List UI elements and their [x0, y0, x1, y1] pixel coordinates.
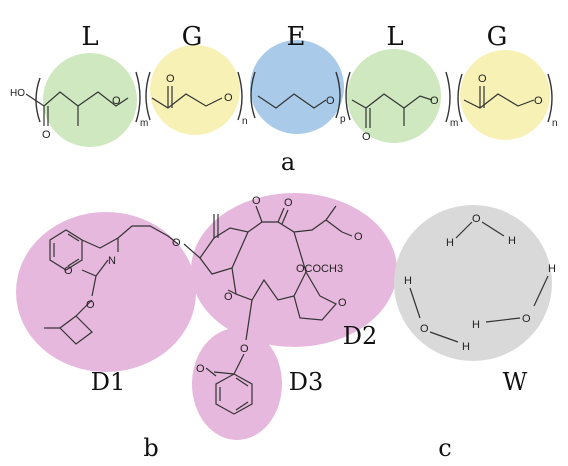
- panel-b: N O O O O O O OCOCH3 O O O O: [16, 193, 397, 462]
- segment-label-G1: G: [182, 22, 203, 52]
- atom-o-carbonyl-D3: O: [196, 363, 205, 375]
- bead-G1: [150, 45, 240, 135]
- atom-o-d2-3: O: [354, 231, 363, 243]
- bead-E: [250, 40, 344, 134]
- panel-a: L G E L G HO O O m O O n O p: [10, 22, 558, 176]
- segment-label-L1: L: [81, 22, 98, 52]
- atom-o-d2-4: O: [224, 291, 233, 303]
- bead-L2: [347, 49, 441, 143]
- atom-o-ether-G1: O: [224, 92, 233, 104]
- region-D1: [16, 212, 196, 372]
- region-W: [394, 205, 552, 361]
- atom-o-carbamate-1: O: [64, 265, 73, 277]
- atom-o-ether-L2: O: [430, 95, 439, 107]
- region-label-D1: D1: [91, 368, 126, 396]
- atom-h-water-2a: H: [404, 275, 412, 287]
- bead-G2: [460, 50, 550, 140]
- atom-n: N: [108, 255, 116, 267]
- atom-o-ester-D3: O: [240, 343, 249, 355]
- atom-o-water-2: O: [420, 323, 429, 335]
- panel-caption-b: b: [143, 434, 158, 462]
- atom-o-carbamate-2: O: [86, 299, 95, 311]
- region-label-W: W: [503, 368, 528, 396]
- atom-o-ether-D1: O: [172, 237, 181, 249]
- atom-o-carbonyl-L2: O: [362, 131, 371, 143]
- atom-o-ether-L1: O: [112, 95, 121, 107]
- acetyl-group: OCOCH3: [296, 263, 343, 275]
- atom-o-water-1: O: [472, 213, 481, 225]
- panel-caption-a: a: [281, 148, 295, 176]
- atom-o-d2-1: O: [252, 195, 261, 207]
- atom-o-carbonyl-G2: O: [478, 73, 487, 85]
- panel-c: O H H H O H H O H W c: [394, 205, 556, 462]
- panel-caption-c: c: [438, 434, 451, 462]
- subscript-m1: m: [140, 118, 148, 129]
- region-label-D2: D2: [343, 322, 378, 350]
- segment-label-E: E: [287, 22, 306, 52]
- bead-L1: [43, 53, 137, 147]
- atom-h-water-1a: H: [446, 237, 454, 249]
- atom-o-water-3: O: [522, 313, 531, 325]
- region-label-D3: D3: [289, 368, 324, 396]
- atom-o-ether-G2: O: [534, 95, 543, 107]
- atom-h-water-3b: H: [472, 319, 480, 331]
- atom-o-carbonyl-L1: O: [42, 129, 51, 141]
- atom-o-d2-2: O: [284, 197, 293, 209]
- atom-o-carbonyl-G1: O: [166, 73, 175, 85]
- region-D2: [191, 193, 397, 347]
- subscript-n1: n: [242, 116, 248, 127]
- atom-h-water-1b: H: [508, 235, 516, 247]
- segment-label-L2: L: [386, 22, 403, 52]
- atom-o-oxetane: O: [338, 297, 347, 309]
- subscript-p: p: [340, 114, 346, 125]
- end-group-ho: HO: [10, 88, 25, 99]
- atom-h-water-2b: H: [462, 341, 470, 353]
- atom-h-water-3a: H: [548, 263, 556, 275]
- segment-label-G2: G: [487, 22, 508, 52]
- subscript-m2: m: [450, 118, 458, 129]
- atom-o-ether-E: O: [326, 95, 335, 107]
- subscript-n2: n: [552, 118, 558, 129]
- region-D3: [192, 328, 282, 440]
